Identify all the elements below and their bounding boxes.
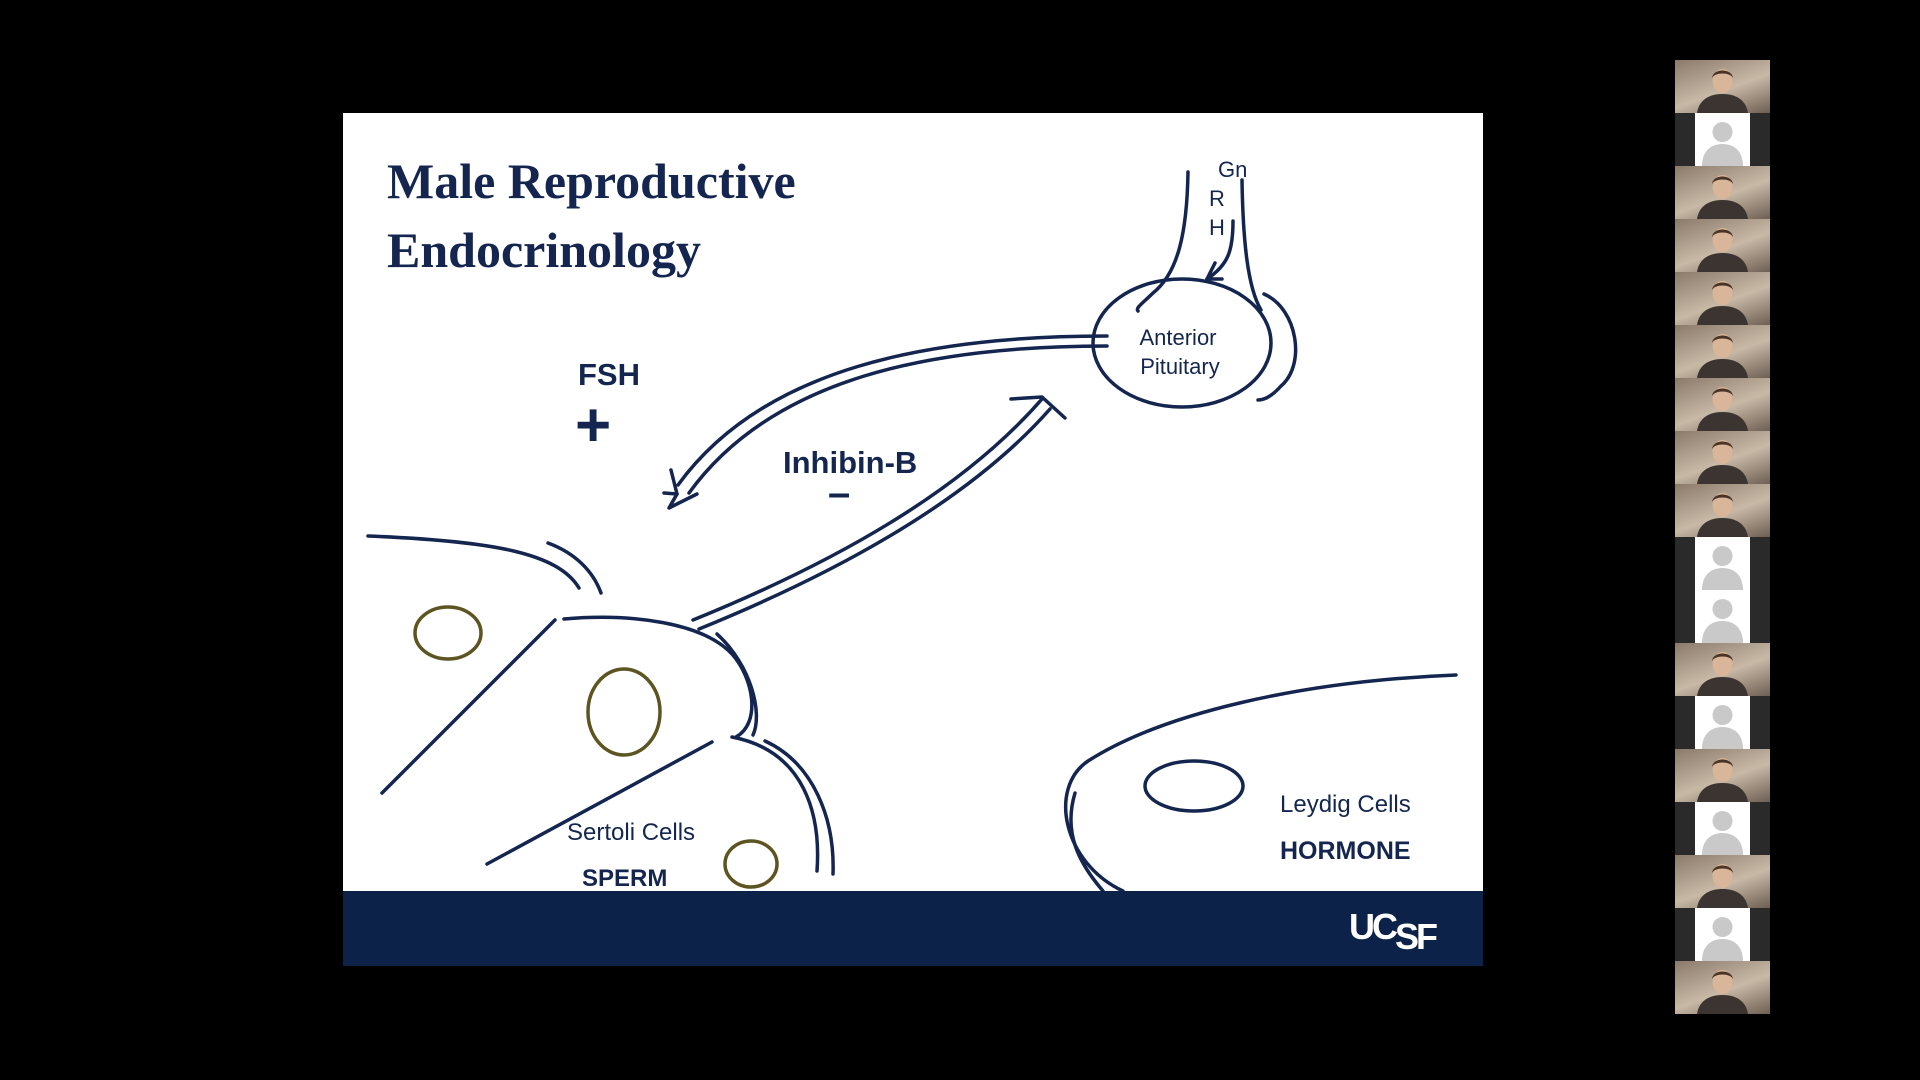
sertoli-nucleus-3 — [723, 839, 779, 889]
participant-video — [1697, 228, 1748, 272]
participant-tile[interactable] — [1675, 272, 1770, 325]
label-leydig-cells: Leydig Cells — [1280, 791, 1411, 818]
participant-tile[interactable] — [1675, 325, 1770, 378]
label-fsh: FSH — [578, 357, 640, 392]
participant-tile[interactable] — [1675, 537, 1770, 590]
participant-tile[interactable] — [1675, 590, 1770, 643]
sertoli-cell-line2 — [485, 740, 714, 866]
participant-video — [1697, 864, 1748, 908]
participant-tile[interactable] — [1675, 696, 1770, 749]
default-avatar-icon — [1695, 908, 1750, 961]
participant-video — [1697, 387, 1748, 431]
default-avatar-icon — [1695, 696, 1750, 749]
fsh-arrow — [676, 334, 1109, 487]
label-minus: – — [828, 471, 850, 515]
slide-title-line2: Endocrinology — [387, 222, 701, 278]
label-gnrh-r: R — [1209, 186, 1225, 211]
participant-video — [1697, 281, 1748, 325]
participant-tile[interactable] — [1675, 749, 1770, 802]
participant-tile[interactable] — [1675, 643, 1770, 696]
gnrh-arrow — [1205, 219, 1235, 281]
label-inhibin-b: Inhibin-B — [783, 445, 917, 480]
participant-tile[interactable] — [1675, 378, 1770, 431]
anterior-pituitary-shape — [1091, 277, 1273, 409]
participant-tile[interactable] — [1675, 802, 1770, 855]
label-hormone: HORMONE — [1280, 837, 1411, 865]
pituitary-lobe — [1256, 292, 1298, 402]
participant-tile[interactable] — [1675, 60, 1770, 113]
participant-tile[interactable] — [1675, 484, 1770, 537]
logo-part1: UC — [1348, 906, 1398, 947]
label-anterior: Anterior — [1139, 325, 1216, 350]
label-sertoli-cells: Sertoli Cells — [567, 819, 695, 846]
participant-video — [1697, 334, 1748, 378]
participant-tile[interactable] — [1675, 908, 1770, 961]
label-plus: + — [575, 391, 611, 460]
default-avatar-icon — [1695, 590, 1750, 643]
participant-video — [1697, 175, 1748, 219]
participant-tile[interactable] — [1675, 219, 1770, 272]
default-avatar-icon — [1695, 113, 1750, 166]
label-pituitary: Pituitary — [1140, 354, 1219, 379]
participant-tile[interactable] — [1675, 855, 1770, 908]
slide-title: Male Reproductive Endocrinology — [387, 147, 796, 285]
leydig-nucleus — [1143, 759, 1245, 813]
ucsf-logo: UCSF — [1348, 904, 1438, 957]
label-sperm: SPERM — [582, 865, 667, 892]
participant-tile[interactable] — [1675, 431, 1770, 484]
participant-video — [1697, 69, 1748, 113]
endocrine-diagram: Gn R H Anterior Pituitary FSH + Inhibin-… — [366, 157, 1458, 893]
inhibin-arrow — [691, 397, 1044, 622]
sertoli-nucleus-2 — [586, 667, 662, 757]
participant-gallery — [1675, 60, 1770, 1020]
participant-video — [1697, 440, 1748, 484]
default-avatar-icon — [1695, 537, 1750, 590]
presentation-slide: Male Reproductive Endocrinology — [343, 113, 1483, 966]
gnrh-stalk-right — [1240, 178, 1263, 312]
slide-title-line1: Male Reproductive — [387, 153, 796, 209]
sertoli-cell-top — [366, 534, 581, 590]
participant-tile[interactable] — [1675, 166, 1770, 219]
label-gnrh-h: H — [1209, 215, 1225, 240]
sertoli-cell-bottom — [730, 735, 820, 873]
participant-tile[interactable] — [1675, 113, 1770, 166]
default-avatar-icon — [1695, 802, 1750, 855]
logo-part2: SF — [1394, 916, 1438, 957]
participant-video — [1697, 970, 1748, 1014]
participant-video — [1697, 652, 1748, 696]
participant-tile[interactable] — [1675, 961, 1770, 1014]
participant-video — [1697, 758, 1748, 802]
label-gnrh-g: Gn — [1218, 157, 1247, 182]
sertoli-cell-line1 — [380, 618, 557, 795]
sertoli-nucleus-1 — [413, 605, 483, 661]
participant-video — [1697, 493, 1748, 537]
gnrh-stalk-left — [1135, 170, 1190, 313]
slide-footer-bar: UCSF — [343, 891, 1483, 966]
sertoli-cell-mid — [562, 615, 754, 739]
